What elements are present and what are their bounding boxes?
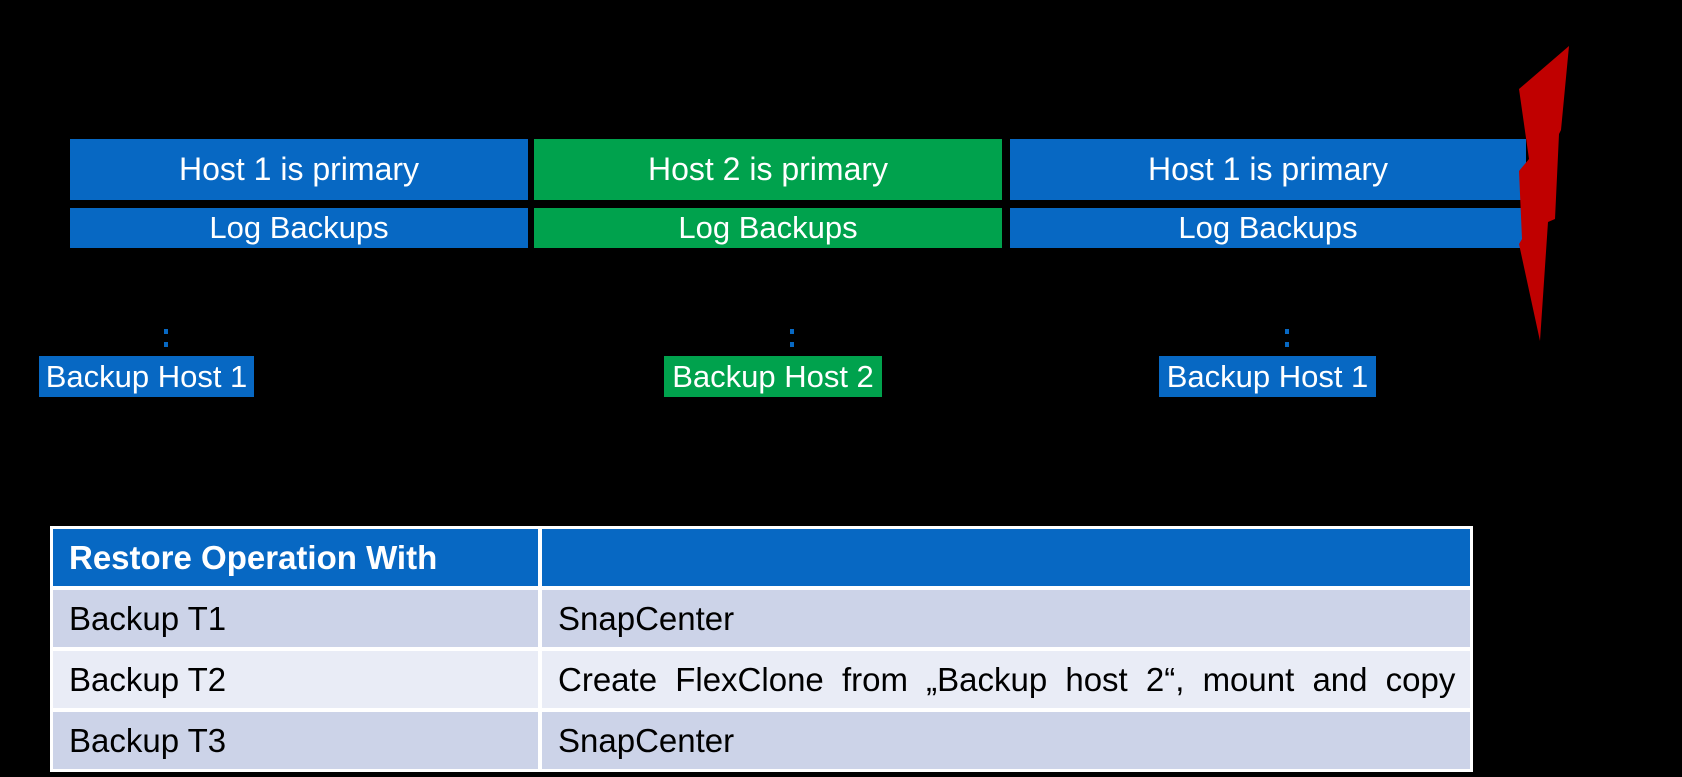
host-primary-bar-3: Host 1 is primary (1010, 139, 1526, 200)
host-primary-bar-2-label: Host 2 is primary (647, 151, 889, 187)
lightning-bolt-shape (1519, 46, 1569, 341)
table-header-row: Restore Operation With (53, 529, 1470, 586)
host-primary-bar-2: Host 2 is primary (534, 139, 1002, 200)
table-row: Backup T3 SnapCenter (53, 712, 1470, 769)
host-primary-bar-1-label: Host 1 is primary (178, 151, 420, 187)
backup-host-label-1-text: Backup Host 1 (45, 358, 248, 394)
table-row: Backup T1 SnapCenter (53, 590, 1470, 647)
table-cell-backup-t1-tool: SnapCenter (542, 590, 1470, 647)
dotted-connector-1 (164, 329, 168, 347)
log-backups-bar-2-label: Log Backups (678, 210, 858, 245)
log-backups-bar-1: Log Backups (70, 208, 528, 248)
log-backups-bar-1-label: Log Backups (209, 210, 389, 245)
backup-host-label-2-text: Backup Host 2 (672, 358, 874, 394)
backup-host-label-1: Backup Host 1 (39, 356, 254, 397)
backup-host-label-2: Backup Host 2 (664, 356, 882, 397)
log-backups-bar-3: Log Backups (1010, 208, 1526, 248)
table-cell-backup-t2-tool: Create FlexClone from „Backup host 2“, m… (542, 651, 1470, 708)
table-header-tool (542, 529, 1470, 586)
connector-dot-icon (164, 342, 168, 347)
log-backups-bar-3-label: Log Backups (1178, 210, 1358, 245)
table-cell-backup-t2: Backup T2 (53, 651, 538, 708)
connector-dot-icon (1285, 329, 1289, 334)
lightning-bolt-icon (1519, 46, 1569, 341)
table-header-restore-operation: Restore Operation With (53, 529, 538, 586)
host-primary-bar-3-label: Host 1 is primary (1147, 151, 1389, 187)
table-cell-backup-t3: Backup T3 (53, 712, 538, 769)
dotted-connector-3 (1285, 329, 1289, 347)
connector-dot-icon (164, 329, 168, 334)
dotted-connector-2 (790, 329, 794, 347)
table-cell-backup-t1: Backup T1 (53, 590, 538, 647)
table-row: Backup T2 Create FlexClone from „Backup … (53, 651, 1470, 708)
connector-dot-icon (790, 342, 794, 347)
host-primary-bar-1: Host 1 is primary (70, 139, 528, 200)
connector-dot-icon (790, 329, 794, 334)
table-cell-backup-t3-tool: SnapCenter (542, 712, 1470, 769)
log-backups-bar-2: Log Backups (534, 208, 1002, 248)
connector-dot-icon (1285, 342, 1289, 347)
backup-host-label-3: Backup Host 1 (1159, 356, 1376, 397)
backup-host-label-3-text: Backup Host 1 (1166, 358, 1369, 394)
restore-operations-table: Restore Operation With Backup T1 SnapCen… (50, 526, 1473, 772)
